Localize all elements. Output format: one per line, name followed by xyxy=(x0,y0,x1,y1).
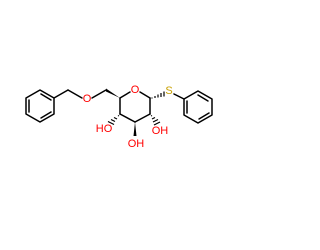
sulfur-label: S xyxy=(165,85,172,97)
c3-oh-wedge xyxy=(133,122,137,136)
thiophenyl-ring xyxy=(183,90,213,124)
pyranose-ring xyxy=(119,91,151,123)
ring-oxygen-label: O xyxy=(131,84,140,96)
molecule-structure: O O S OH OH HO xyxy=(25,84,213,150)
c1-s-hashed-bond xyxy=(151,91,165,99)
benzyl-linker xyxy=(53,89,107,99)
c4-hydroxyl-label: HO xyxy=(96,123,113,135)
c5-c6-wedge xyxy=(106,88,120,98)
ether-oxygen-label: O xyxy=(83,93,92,105)
s-phenyl-bond xyxy=(173,93,185,100)
benzyl-phenyl-ring xyxy=(25,89,55,123)
c2-oh-hashed-bond xyxy=(150,114,161,126)
c4-oh-hashed-bond xyxy=(107,114,120,126)
c3-hydroxyl-label: OH xyxy=(128,138,145,150)
c2-hydroxyl-label: OH xyxy=(152,125,169,137)
